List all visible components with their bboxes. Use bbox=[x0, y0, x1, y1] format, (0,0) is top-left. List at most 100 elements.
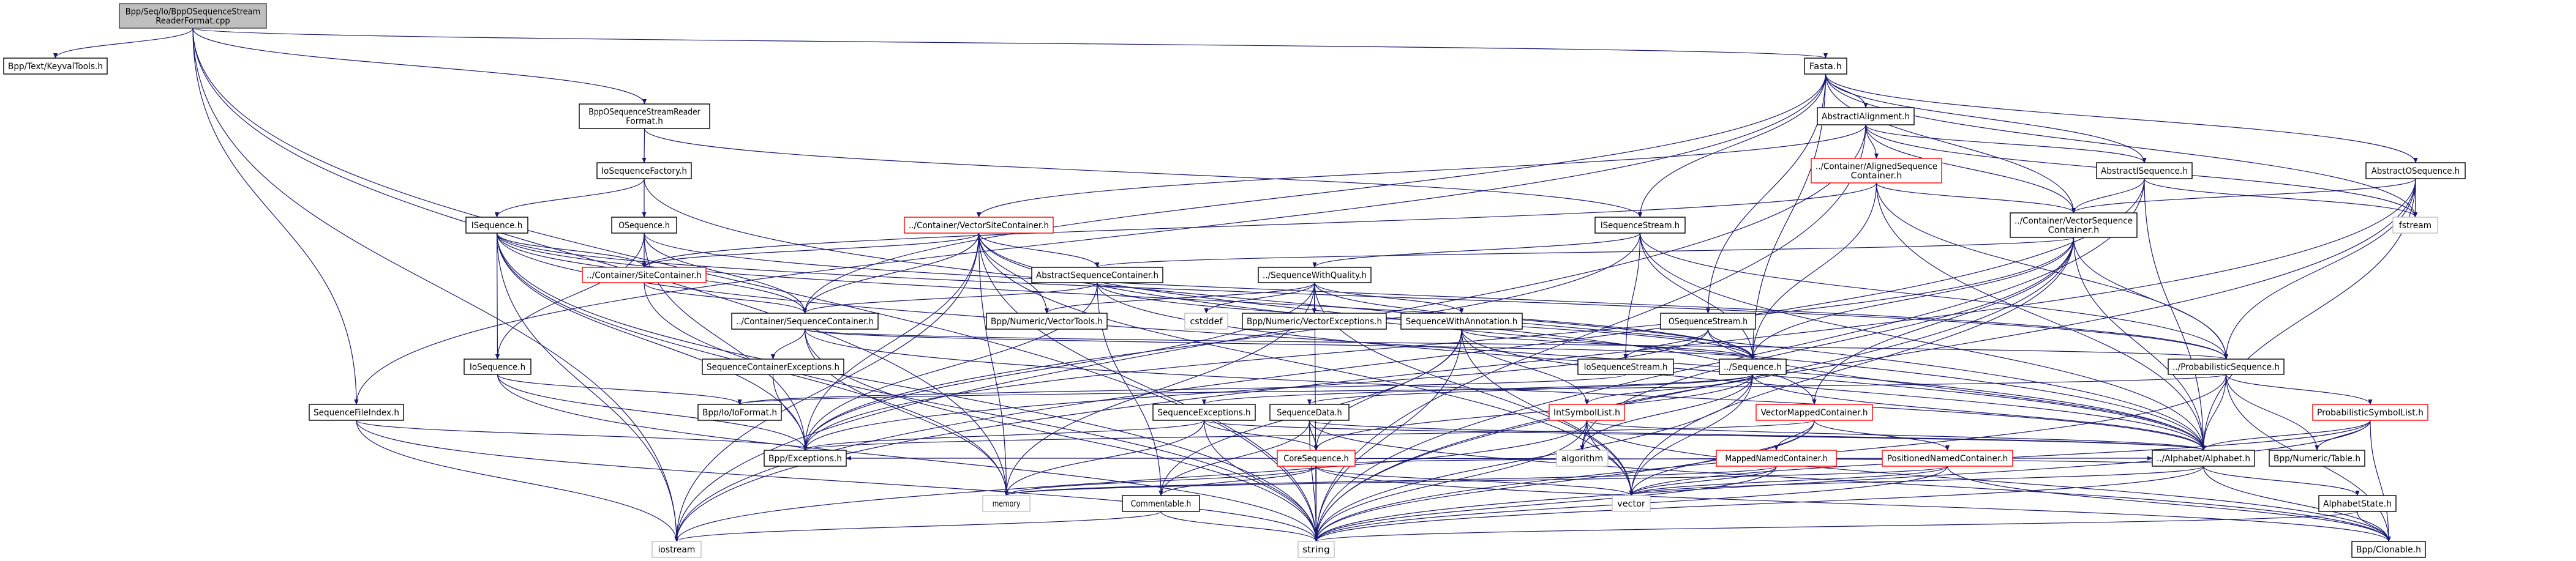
node-psl[interactable]: ProbabilisticSymbolList.h bbox=[2312, 404, 2428, 421]
edge-aiseq-to-alpha bbox=[2144, 178, 2206, 451]
edge-alpha-to-clon bbox=[2202, 466, 2391, 542]
edge-swa-to-seq bbox=[1461, 329, 1755, 360]
node-aoseq[interactable]: AbstractOSequence.h bbox=[2365, 162, 2466, 179]
node-swa[interactable]: SequenceWithAnnotation.h bbox=[1400, 313, 1523, 330]
node-label: AbstractISequence.h bbox=[2101, 166, 2188, 176]
edge-psl-to-alpha bbox=[2201, 420, 2371, 451]
node-label: ProbabilisticSymbolList.h bbox=[2317, 408, 2424, 418]
node-cstddef[interactable]: cstddef bbox=[1184, 313, 1228, 330]
node-box bbox=[464, 359, 531, 375]
edge-sdata-to-comm bbox=[1158, 420, 1310, 496]
node-box bbox=[2269, 450, 2365, 467]
node-aiseq[interactable]: AbstractISequence.h bbox=[2096, 162, 2193, 179]
node-vsc[interactable]: ../Container/VectorSiteContainer.h bbox=[904, 217, 1054, 234]
node-algo[interactable]: algorithm bbox=[1556, 450, 1609, 467]
node-box bbox=[2351, 541, 2426, 558]
edge-seqexc-to-string bbox=[1203, 420, 1319, 542]
node-comm[interactable]: Commentable.h bbox=[1122, 495, 1200, 512]
edge-asc-to-seqc bbox=[803, 282, 1098, 314]
node-isl[interactable]: IntSymbolList.h bbox=[1549, 404, 1625, 421]
edge-comm-to-string bbox=[1160, 511, 1319, 542]
edge-aoseq-to-string bbox=[1313, 178, 2416, 542]
node-fasta[interactable]: Fasta.h bbox=[1804, 58, 1847, 75]
node-exc[interactable]: Bpp/Exceptions.h bbox=[764, 450, 847, 467]
node-seqexc[interactable]: SequenceExceptions.h bbox=[1152, 404, 1256, 421]
node-label: AlphabetState.h bbox=[2323, 499, 2392, 509]
node-sfi[interactable]: SequenceFileIndex.h bbox=[309, 404, 404, 421]
node-oss[interactable]: OSequenceStream.h bbox=[1660, 313, 1756, 330]
node-main[interactable]: Bpp/Seq/Io/BppOSequenceStreamReaderForma… bbox=[119, 3, 267, 29]
node-sce[interactable]: SequenceContainerExceptions.h bbox=[702, 359, 844, 375]
node-clon[interactable]: Bpp/Clonable.h bbox=[2351, 541, 2426, 558]
node-fstream[interactable]: fstream bbox=[2392, 217, 2438, 234]
node-probseq[interactable]: ../ProbabilisticSequence.h bbox=[2168, 359, 2285, 375]
node-keyval[interactable]: Bpp/Text/KeyvalTools.h bbox=[3, 58, 108, 75]
node-mnc[interactable]: MappedNamedContainer.h bbox=[1716, 450, 1837, 467]
edge-vsc-to-asc bbox=[978, 232, 1100, 268]
node-vmc[interactable]: VectorMappedContainer.h bbox=[1756, 404, 1873, 421]
node-box bbox=[1400, 313, 1523, 330]
node-label: Commentable.h bbox=[1131, 499, 1192, 509]
edge-vsc-to-vector bbox=[978, 232, 1634, 496]
node-label: ../Container/VectorSiteContainer.h bbox=[909, 221, 1049, 231]
node-oseq[interactable]: OSequence.h bbox=[611, 217, 677, 234]
node-memory[interactable]: memory bbox=[982, 495, 1031, 512]
node-iostream[interactable]: iostream bbox=[652, 541, 702, 558]
node-string[interactable]: string bbox=[1297, 541, 1335, 558]
node-iofmt[interactable]: Bpp/Io/IoFormat.h bbox=[697, 404, 782, 421]
node-label: SequenceWithAnnotation.h bbox=[1406, 317, 1517, 327]
node-iseq[interactable]: ISequence.h bbox=[465, 217, 528, 234]
node-ioseq[interactable]: IoSequence.h bbox=[464, 359, 531, 375]
node-label: SequenceData.h bbox=[1277, 408, 1342, 418]
edge-aalign-to-iostream bbox=[674, 124, 1866, 542]
edge-fasta-to-aoseq bbox=[1825, 73, 2418, 163]
node-pnc[interactable]: PositionedNamedContainer.h bbox=[1882, 450, 2013, 467]
node-sitec[interactable]: ../Container/SiteContainer.h bbox=[582, 267, 707, 283]
edge-sdata-to-alpha bbox=[1309, 420, 2206, 451]
edge-swq-to-cstddef bbox=[1204, 282, 1315, 314]
node-ioss[interactable]: IoSequenceStream.h bbox=[1577, 359, 1674, 375]
node-label: Fasta.h bbox=[1809, 62, 1842, 72]
node-seq[interactable]: ../Sequence.h bbox=[1719, 359, 1787, 375]
node-vector[interactable]: vector bbox=[1612, 495, 1651, 512]
node-box bbox=[119, 3, 267, 29]
edge-oseq-to-seqc bbox=[644, 232, 808, 314]
node-label: cstddef bbox=[1190, 317, 1223, 327]
node-core[interactable]: CoreSequence.h bbox=[1277, 450, 1356, 467]
node-label: IntSymbolList.h bbox=[1553, 408, 1620, 418]
node-box bbox=[1817, 107, 1915, 125]
node-box bbox=[1152, 404, 1256, 421]
edge-fasta-to-sfi bbox=[354, 73, 1827, 405]
edge-aalign-to-aiseq bbox=[1865, 124, 2147, 163]
node-box bbox=[1660, 313, 1756, 330]
node-seqc[interactable]: ../Container/SequenceContainer.h bbox=[731, 313, 879, 330]
node-alpha[interactable]: ../Alphabet/Alphabet.h bbox=[2152, 450, 2255, 467]
edge-bosrf-to-iss bbox=[644, 128, 1642, 218]
node-asc[interactable]: AbstractSequenceContainer.h bbox=[1031, 267, 1163, 283]
node-table[interactable]: Bpp/Numeric/Table.h bbox=[2269, 450, 2365, 467]
node-astate[interactable]: AlphabetState.h bbox=[2318, 495, 2397, 512]
node-box bbox=[2318, 495, 2397, 512]
node-aalign[interactable]: AbstractIAlignment.h bbox=[1817, 107, 1915, 125]
edge-fasta-to-seqc bbox=[802, 73, 1827, 314]
edge-core-to-memory bbox=[1004, 466, 1317, 496]
node-box bbox=[1719, 359, 1787, 375]
node-vtools[interactable]: Bpp/Numeric/VectorTools.h bbox=[986, 313, 1108, 330]
node-label: AbstractOSequence.h bbox=[2371, 166, 2460, 176]
node-swq[interactable]: ../SequenceWithQuality.h bbox=[1258, 267, 1372, 283]
node-iosf[interactable]: IoSequenceFactory.h bbox=[596, 162, 692, 179]
edge-fasta-to-fstream bbox=[1825, 73, 2418, 218]
edge-swa-to-vector bbox=[1461, 329, 1634, 496]
node-vexc[interactable]: Bpp/Numeric/VectorExceptions.h bbox=[1242, 313, 1387, 330]
node-box bbox=[1549, 404, 1625, 421]
edge-oss-to-ioss bbox=[1623, 329, 1709, 360]
edge-iseq-to-seq bbox=[496, 232, 1755, 360]
node-sdata[interactable]: SequenceData.h bbox=[1269, 404, 1350, 421]
edge-probseq-to-iofmt bbox=[738, 374, 2227, 405]
node-label: BppOSequenceStreamReader bbox=[588, 108, 700, 117]
node-iss[interactable]: ISequenceStream.h bbox=[1594, 217, 1686, 234]
